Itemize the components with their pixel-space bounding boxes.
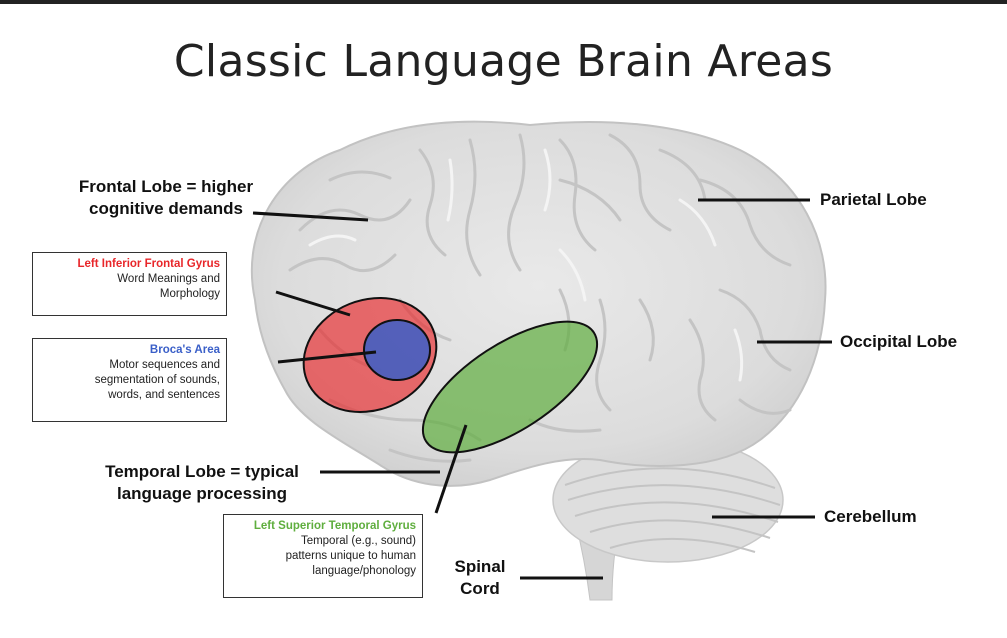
temporal-lobe-line2: language processing	[88, 483, 316, 505]
inferior-frontal-gyrus-desc-1: Word Meanings and	[39, 272, 220, 287]
brocas-area-desc-1: Motor sequences and	[39, 358, 220, 373]
superior-temporal-gyrus-desc-2: patterns unique to human	[230, 549, 416, 564]
superior-temporal-gyrus-desc-3: language/phonology	[230, 564, 416, 579]
inferior-frontal-gyrus-heading: Left Inferior Frontal Gyrus	[39, 257, 220, 272]
superior-temporal-gyrus-box: Left Superior Temporal Gyrus Temporal (e…	[223, 514, 423, 598]
spinal-cord-label: Spinal Cord	[450, 556, 510, 600]
temporal-lobe-line1: Temporal Lobe = typical	[88, 461, 316, 483]
spinal-cord-line2: Cord	[450, 578, 510, 600]
brocas-area-heading: Broca's Area	[39, 343, 220, 358]
brocas-area-region	[364, 320, 430, 380]
brocas-area-desc-3: words, and sentences	[39, 388, 220, 403]
brocas-area-desc-2: segmentation of sounds,	[39, 373, 220, 388]
superior-temporal-gyrus-heading: Left Superior Temporal Gyrus	[230, 519, 416, 534]
superior-temporal-gyrus-desc-1: Temporal (e.g., sound)	[230, 534, 416, 549]
occipital-lobe-label: Occipital Lobe	[840, 331, 957, 353]
spinal-cord-line1: Spinal	[450, 556, 510, 578]
temporal-lobe-label: Temporal Lobe = typical language process…	[88, 461, 316, 505]
cerebellum-label: Cerebellum	[824, 506, 917, 528]
inferior-frontal-gyrus-desc-2: Morphology	[39, 287, 220, 302]
frontal-lobe-line1: Frontal Lobe = higher	[66, 176, 266, 198]
parietal-lobe-label: Parietal Lobe	[820, 189, 927, 211]
inferior-frontal-gyrus-box: Left Inferior Frontal Gyrus Word Meaning…	[32, 252, 227, 316]
brocas-area-box: Broca's Area Motor sequences and segment…	[32, 338, 227, 422]
frontal-lobe-line2: cognitive demands	[66, 198, 266, 220]
frontal-lobe-label: Frontal Lobe = higher cognitive demands	[66, 176, 266, 220]
